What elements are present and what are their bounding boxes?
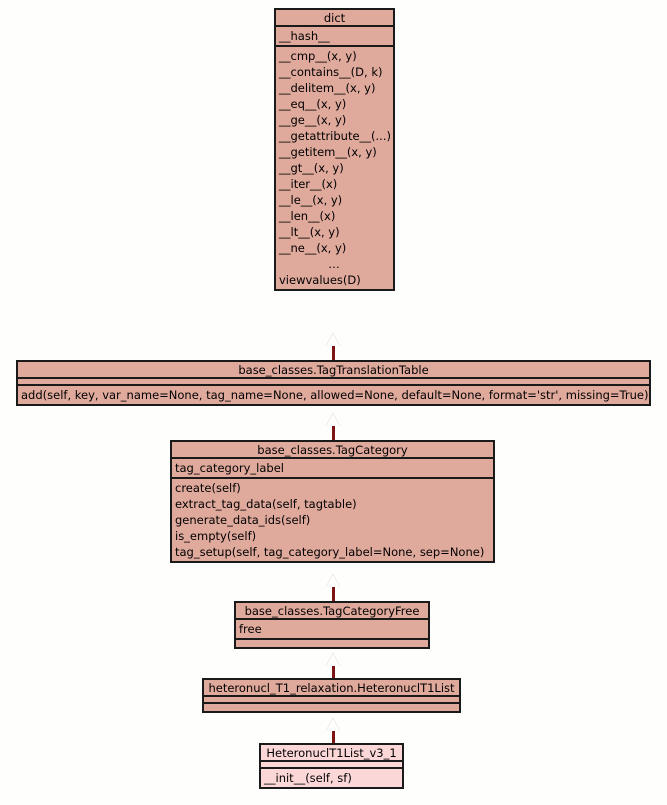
method-row: __contains__(D, k) — [279, 65, 383, 79]
class-methods-dict: __cmp__(x, y) __contains__(D, k) __delit… — [276, 47, 393, 289]
inheritance-connector-line-heteronuclt1listv31-to-heteronuclt1list — [332, 730, 335, 743]
class-box-heteronuclt1list[interactable]: heteronucl_T1_relaxation.HeteronuclT1Lis… — [202, 678, 461, 713]
class-attributes-tagtranslationtable — [18, 379, 649, 386]
class-methods-tagcategoryfree — [236, 640, 428, 647]
method-row: __iter__(x) — [279, 177, 338, 191]
inheritance-connector-line-tagcategory-to-tagtranslationtable — [332, 425, 335, 440]
method-row: __getattribute__(...) — [279, 129, 391, 143]
class-name-heteronuclt1list-v3-1: HeteronuclT1List_v3_1 — [261, 745, 402, 762]
method-row-ellipsis: … — [328, 257, 341, 271]
attribute-row: tag_category_label — [175, 461, 284, 475]
method-row: __gt__(x, y) — [279, 161, 344, 175]
attribute-row: free — [239, 622, 262, 636]
class-name-tagtranslationtable: base_classes.TagTranslationTable — [18, 362, 649, 379]
class-methods-tagtranslationtable: add(self, key, var_name=None, tag_name=N… — [18, 386, 649, 404]
class-box-heteronuclt1list-v3-1[interactable]: HeteronuclT1List_v3_1 __init__(self, sf) — [259, 743, 404, 789]
attribute-row: __hash__ — [279, 29, 330, 43]
class-box-dict[interactable]: dict __hash__ __cmp__(x, y) __contains__… — [274, 8, 395, 291]
method-row: __getitem__(x, y) — [279, 145, 377, 159]
method-row: __ge__(x, y) — [279, 113, 347, 127]
class-methods-heteronuclt1list — [204, 704, 459, 711]
class-attributes-heteronuclt1list — [204, 697, 459, 704]
inheritance-arrowhead-tagcategory-to-tagtranslationtable — [326, 413, 340, 426]
method-row: __init__(self, sf) — [264, 771, 352, 785]
method-row: viewvalues(D) — [279, 273, 361, 287]
inheritance-arrowhead-tagtranslationtable-to-dict — [326, 333, 340, 346]
method-row: extract_tag_data(self, tagtable) — [175, 497, 357, 511]
method-row: create(self) — [175, 481, 241, 495]
class-attributes-tagcategoryfree: free — [236, 620, 428, 640]
method-row: __eq__(x, y) — [279, 97, 347, 111]
class-attributes-heteronuclt1list-v3-1 — [261, 762, 402, 769]
inheritance-arrowhead-heteronuclt1list-to-tagcategoryfree — [326, 653, 340, 666]
class-box-tagcategory[interactable]: base_classes.TagCategory tag_category_la… — [170, 440, 495, 563]
method-row: __cmp__(x, y) — [279, 49, 357, 63]
inheritance-connector-line-tagcategoryfree-to-tagcategory — [332, 586, 335, 601]
class-name-tagcategory: base_classes.TagCategory — [172, 442, 493, 459]
inheritance-arrowhead-tagcategoryfree-to-tagcategory — [326, 574, 340, 587]
method-row: tag_setup(self, tag_category_label=None,… — [175, 545, 485, 559]
class-box-tagcategoryfree[interactable]: base_classes.TagCategoryFree free — [234, 601, 430, 649]
class-methods-heteronuclt1list-v3-1: __init__(self, sf) — [261, 769, 402, 787]
method-row: __lt__(x, y) — [279, 225, 340, 239]
class-attributes-tagcategory: tag_category_label — [172, 459, 493, 479]
class-name-tagcategoryfree: base_classes.TagCategoryFree — [236, 603, 428, 620]
class-name-heteronuclt1list: heteronucl_T1_relaxation.HeteronuclT1Lis… — [204, 680, 459, 697]
method-row: __ne__(x, y) — [279, 241, 347, 255]
method-row: __delitem__(x, y) — [279, 81, 376, 95]
class-attributes-dict: __hash__ — [276, 27, 393, 47]
inheritance-connector-line-tagtranslationtable-to-dict — [332, 345, 335, 360]
inheritance-connector-line-heteronuclt1list-to-tagcategoryfree — [332, 665, 335, 678]
class-methods-tagcategory: create(self) extract_tag_data(self, tagt… — [172, 479, 493, 561]
class-name-dict: dict — [276, 10, 393, 27]
method-row: add(self, key, var_name=None, tag_name=N… — [21, 388, 649, 402]
method-row: is_empty(self) — [175, 529, 257, 543]
class-box-tagtranslationtable[interactable]: base_classes.TagTranslationTable add(sel… — [16, 360, 651, 406]
method-row: __len__(x) — [279, 209, 336, 223]
inheritance-arrowhead-heteronuclt1listv31-to-heteronuclt1list — [326, 718, 340, 731]
method-row: generate_data_ids(self) — [175, 513, 311, 527]
method-row: __le__(x, y) — [279, 193, 343, 207]
